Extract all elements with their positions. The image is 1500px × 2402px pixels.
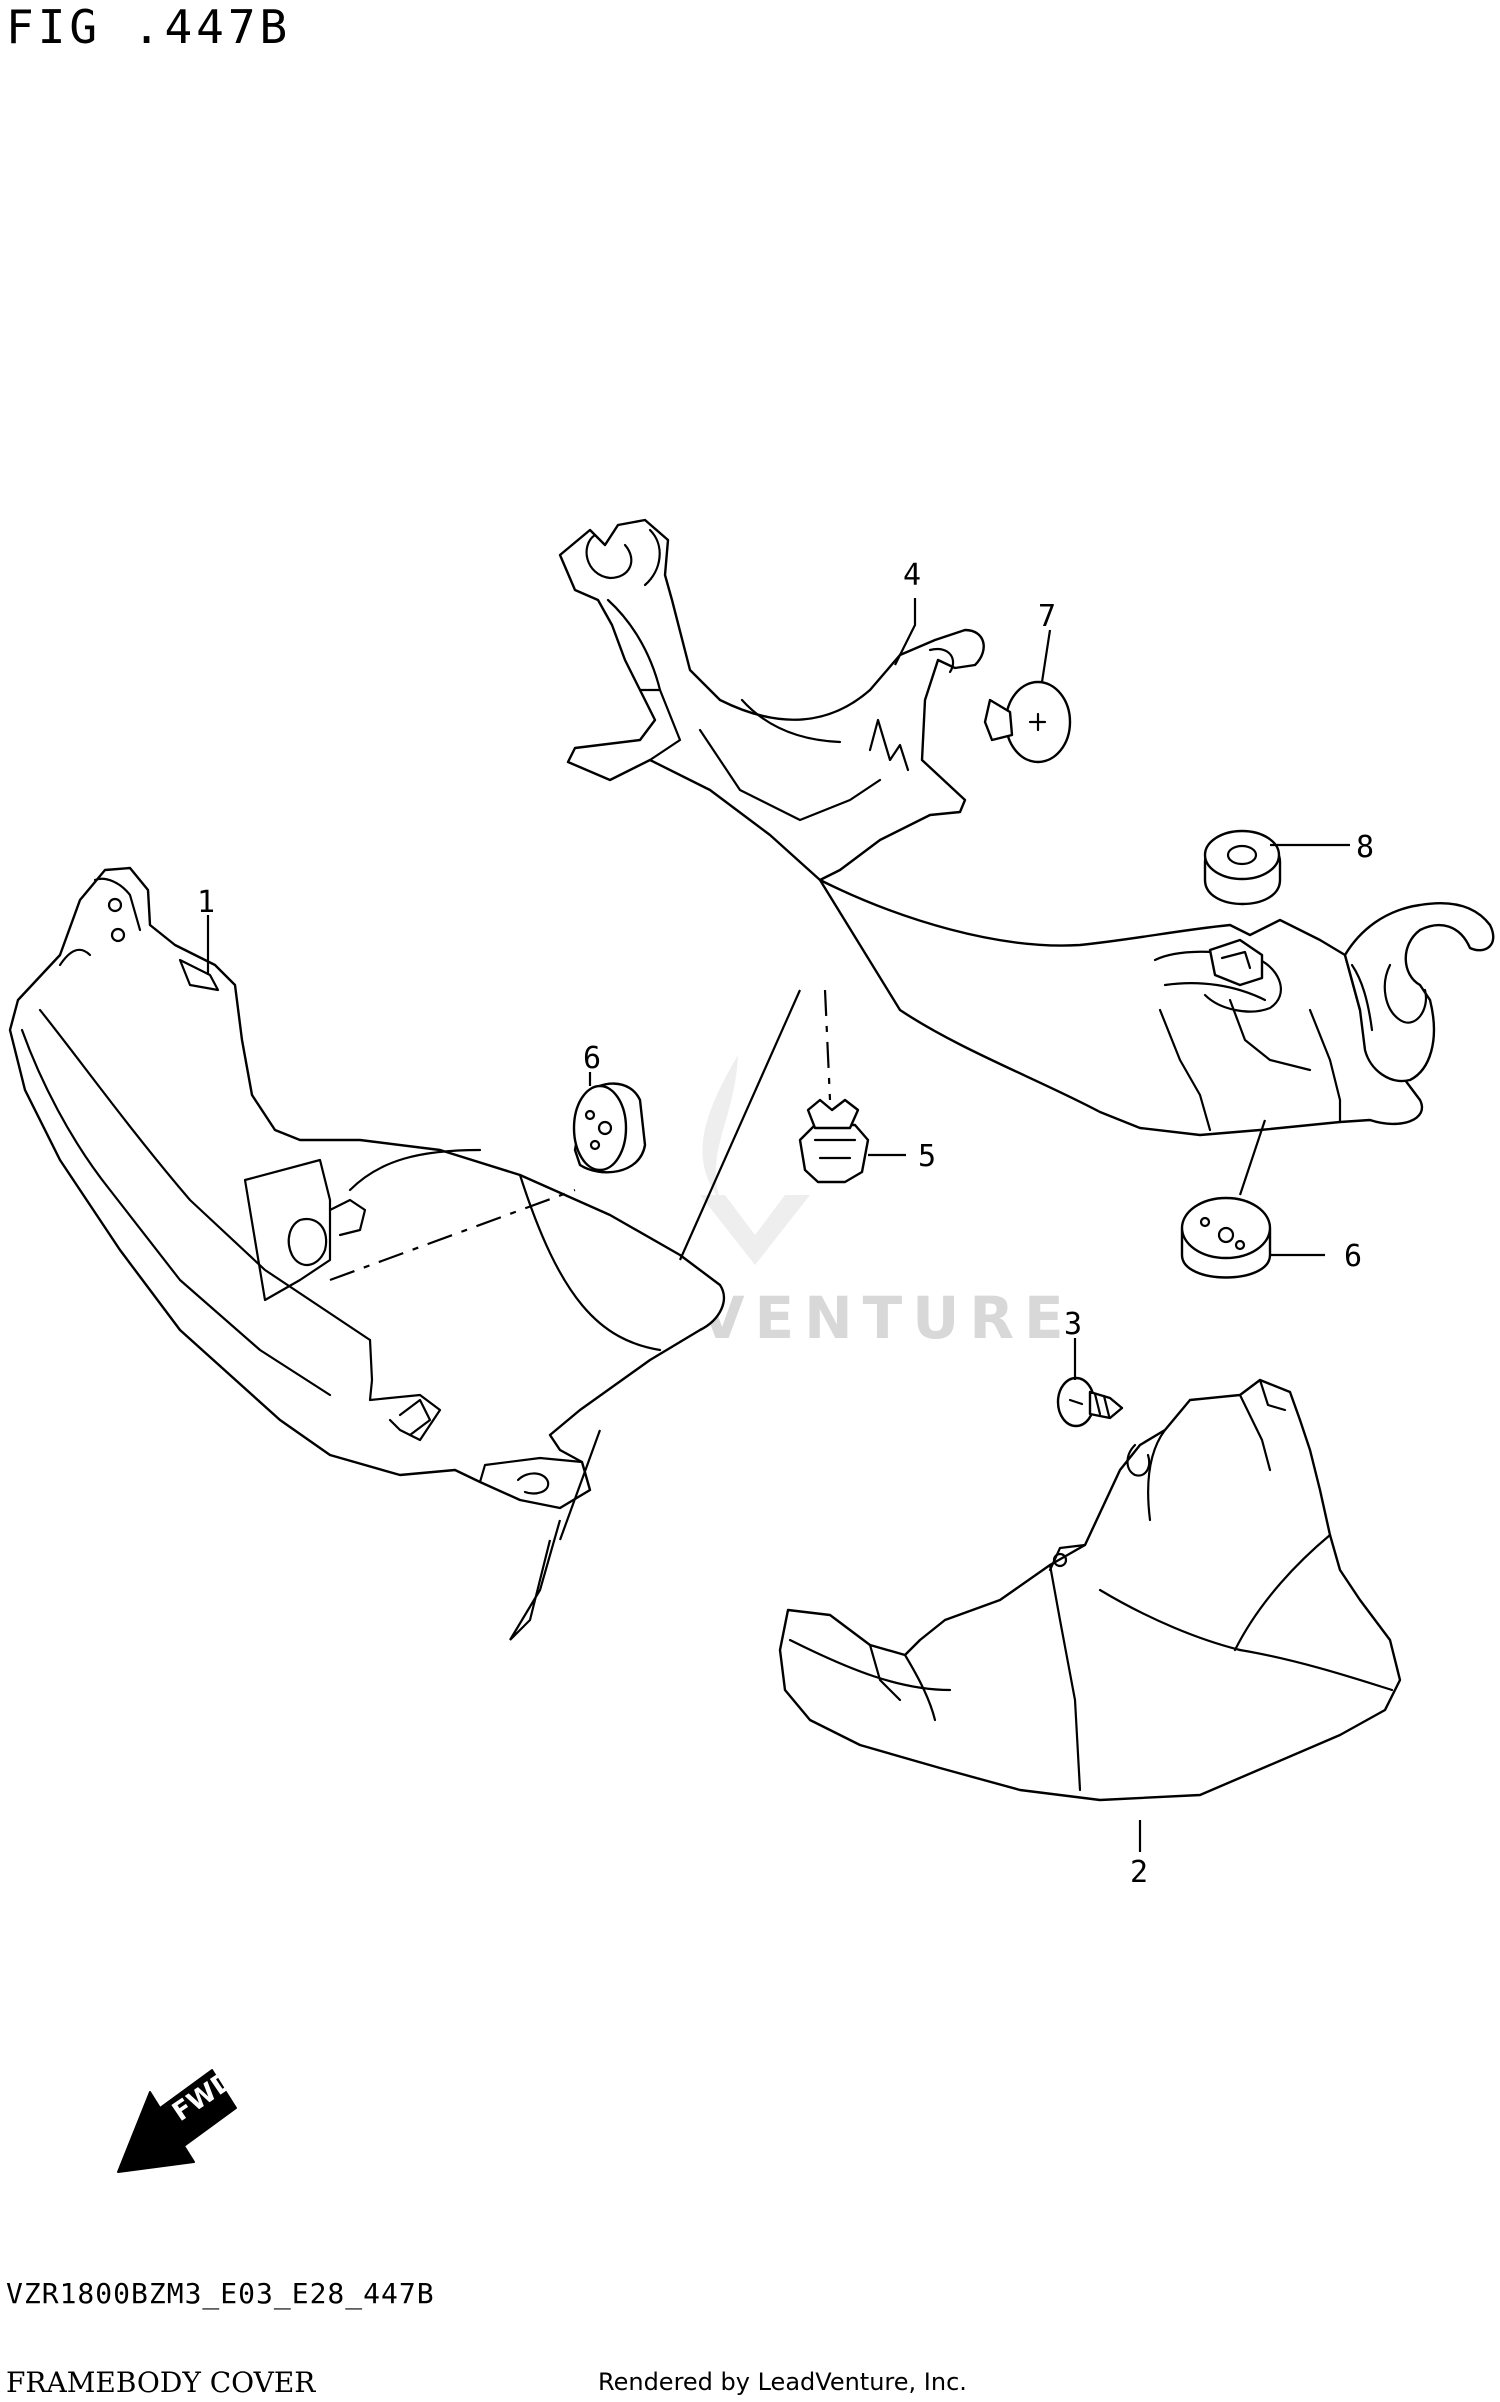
lower-cowling-part-1 [8, 866, 726, 1510]
lower-cowling-part-2 [778, 1378, 1402, 1802]
callout-8: 8 [1356, 830, 1374, 865]
callout-5: 5 [918, 1139, 936, 1174]
callout-7: 7 [1038, 599, 1056, 634]
callout-4: 4 [903, 558, 921, 593]
fastener-part-7 [983, 680, 1072, 764]
callout-1: 1 [197, 885, 215, 920]
leadventure-logo-icon [700, 1055, 810, 1265]
figure-title: FIG .447B [6, 0, 292, 54]
callout-3: 3 [1064, 1307, 1082, 1342]
callout-6-left: 6 [583, 1041, 601, 1076]
callout-6-right: 6 [1344, 1239, 1362, 1274]
screw-part-3 [1056, 1376, 1124, 1428]
bracket-part-4 [558, 518, 1495, 1137]
nut-part-5 [798, 1098, 870, 1184]
fwd-arrow-icon: FWD [117, 2065, 240, 2173]
section-title: FRAMEBODY COVER [6, 2366, 316, 2399]
leader-lines [206, 598, 1350, 1852]
cushion-part-6-right [1180, 1196, 1272, 1279]
grommet-part-8 [1203, 829, 1282, 906]
cushion-part-6-left [572, 1082, 647, 1174]
render-credit: Rendered by LeadVenture, Inc. [598, 2368, 967, 2396]
callout-2: 2 [1130, 1855, 1148, 1890]
figure-code: VZR1800BZM3_E03_E28_447B [6, 2277, 435, 2310]
callout-numbers: 1 2 3 4 5 6 6 7 8 [197, 558, 1374, 1890]
